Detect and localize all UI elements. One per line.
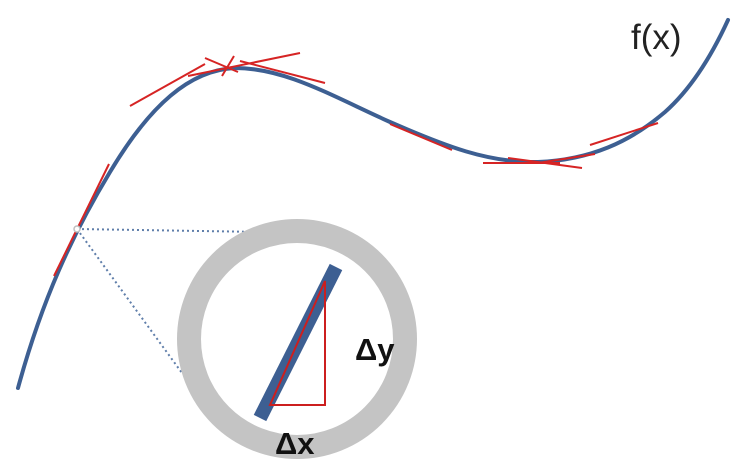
tangent-line-valley-b (507, 157, 583, 169)
tangent-line-right (589, 122, 659, 146)
tangent-lines (53, 52, 659, 277)
magnifier (177, 219, 417, 459)
tangent-line-peak-a (187, 52, 301, 77)
zoom-point-marker (73, 225, 81, 233)
tangent-line-middle (389, 123, 453, 151)
tangent-line-upper-left (129, 63, 206, 107)
zoom-guides (73, 225, 263, 374)
tangent-line-peak-d (221, 55, 235, 77)
difference-triangle (268, 280, 326, 406)
function-curve (16, 18, 730, 390)
zoom-guide-top (76, 228, 263, 233)
delta-y-label: Δy (355, 332, 395, 367)
function-label: f(x) (631, 18, 682, 57)
delta-x-label: Δx (275, 426, 315, 461)
tangent-line-peak-b (204, 57, 239, 73)
tangent-line-valley-c (537, 153, 596, 164)
tangent-line-peak-c (239, 60, 326, 84)
tangent-line-left (53, 163, 110, 277)
zoom-guide-bottom (76, 228, 183, 374)
